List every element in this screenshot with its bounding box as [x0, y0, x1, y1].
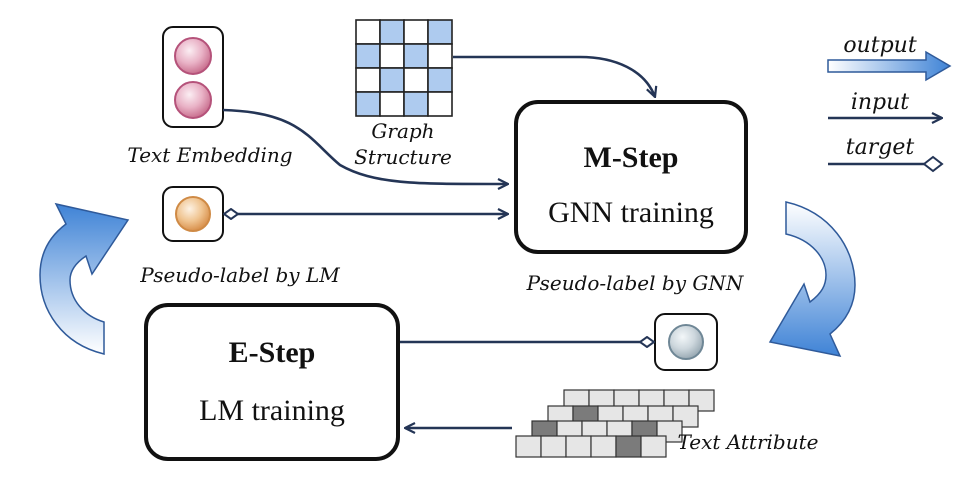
graph-grid-cell — [427, 91, 453, 117]
graph-grid-cell — [379, 19, 405, 45]
graph-grid-cell — [403, 19, 429, 45]
graph-structure-to-m-step-arrow — [453, 55, 655, 97]
graph-grid-cell — [355, 43, 381, 69]
text-attribute-cell — [540, 435, 567, 458]
graph-grid-cell — [379, 67, 405, 93]
text-attribute-label: Text Attribute — [678, 430, 819, 454]
embedding-circle-top — [174, 37, 212, 75]
text-attribute-cell — [590, 435, 617, 458]
text-embedding-label: Text Embedding — [127, 143, 292, 167]
text-attribute-cell — [565, 435, 592, 458]
m-step-subtitle: GNN training — [548, 196, 714, 229]
m-step-box — [514, 100, 748, 254]
graph-grid-cell — [379, 91, 405, 117]
legend-target-diamond — [922, 155, 944, 173]
graph-structure-label-line2: Structure — [354, 145, 452, 169]
text-attribute-stack — [515, 389, 715, 458]
legend-target-label: target — [846, 135, 915, 160]
graph-grid-cell — [403, 67, 429, 93]
graph-grid-cell — [403, 43, 429, 69]
legend-output-label: output — [843, 33, 917, 58]
graph-grid-cell — [403, 91, 429, 117]
m-to-e-cycle-arrow — [768, 201, 856, 358]
text-attribute-cell — [515, 435, 542, 458]
graph-grid-cell — [427, 67, 453, 93]
m-step-title: M-Step — [584, 141, 679, 174]
text-embedding-to-m-step-arrow — [222, 108, 508, 184]
legend-input-label: input — [851, 90, 909, 115]
graph-grid-cell — [427, 19, 453, 45]
text-attribute-cell — [615, 435, 642, 458]
e-step-subtitle: LM training — [199, 394, 345, 427]
embedding-circle-bottom — [174, 81, 212, 119]
graph-grid-cell — [427, 43, 453, 69]
pseudo-label-gnn-node — [654, 313, 718, 371]
e-to-m-cycle-arrow — [39, 202, 130, 355]
legend: output input target — [827, 33, 952, 173]
graph-grid-cell — [355, 67, 381, 93]
text-attribute-cell — [640, 435, 667, 458]
e-step-box — [144, 303, 400, 461]
pseudo-label-lm-node — [162, 186, 224, 242]
graph-structure-label-line1: Graph — [371, 119, 434, 143]
graph-grid-cell — [379, 43, 405, 69]
legend-output-arrow — [827, 50, 952, 82]
graph-grid-cell — [355, 19, 381, 45]
pseudo-label-gnn-label: Pseudo-label by GNN — [526, 271, 745, 295]
graph-structure-grid — [355, 19, 453, 117]
pseudo-label-lm-label: Pseudo-label by LM — [139, 263, 340, 287]
graph-grid-cell — [355, 91, 381, 117]
text-embedding-node — [162, 26, 224, 128]
e-step-title: E-Step — [229, 336, 316, 369]
